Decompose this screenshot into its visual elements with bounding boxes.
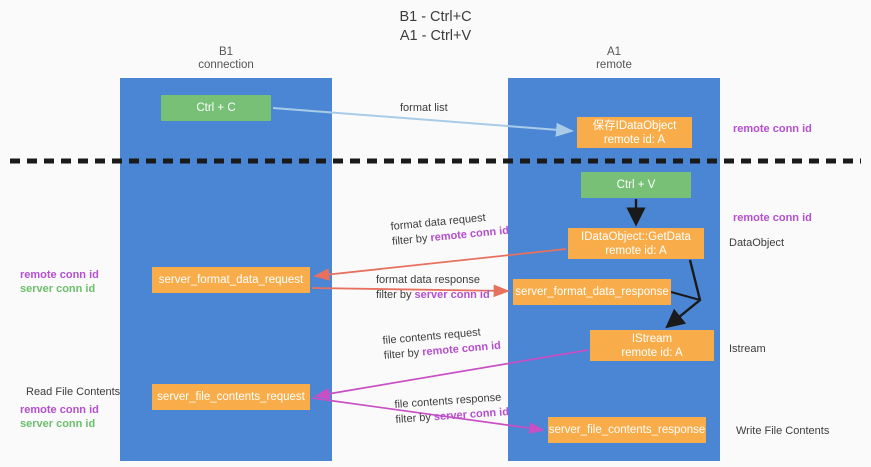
side-label-write-file-contents-text: Write File Contents [736, 425, 830, 437]
annotation-file-contents-request: file contents request filter by remote c… [382, 324, 502, 364]
annotation-format-data-request: format data request filter by remote con… [390, 209, 510, 250]
box-istream-line-2: remote id: A [621, 346, 683, 359]
side-label-remote-conn-id-left-2: remote conn id [20, 404, 99, 416]
box-server-file-contents-request-label: server_file_contents_request [157, 391, 305, 403]
side-label-conn-ids-lower: remote conn id server conn id [20, 403, 99, 431]
side-label-remote-conn-id-top-text: remote conn id [733, 123, 812, 135]
side-label-remote-conn-id-top: remote conn id [733, 122, 812, 136]
annotation-format-data-response-text: format data response [376, 274, 480, 286]
box-idataobject[interactable]: 保存IDataObject remote id: A [577, 117, 692, 148]
annotation-format-data-response-filter-id: server conn id [414, 289, 490, 301]
diagram-title-line-1: B1 - Ctrl+C [399, 9, 472, 25]
side-label-write-file-contents: Write File Contents [736, 424, 829, 438]
annotation-format-list-text: format list [400, 102, 448, 114]
lane-header-a1: A1 remote [508, 46, 720, 72]
box-idataobject-line-1: 保存IDataObject [592, 119, 677, 132]
annotation-format-data-response-filter-prefix: filter by [376, 289, 415, 301]
box-server-format-data-response-label: server_format_data_response [515, 286, 669, 298]
box-server-file-contents-response[interactable]: server_file_contents_response [548, 417, 706, 443]
box-server-file-contents-response-label: server_file_contents_response [548, 424, 706, 436]
diagram-title: B1 - Ctrl+C A1 - Ctrl+V [0, 8, 871, 46]
lane-header-b1-role: connection [198, 59, 254, 71]
side-label-dataobject-text: DataObject [729, 237, 785, 249]
side-label-remote-conn-id-left-1: remote conn id [20, 269, 99, 281]
annotation-file-contents-response: file contents response filter by server … [394, 390, 510, 428]
side-label-read-file-contents: Read File Contents [26, 385, 120, 399]
side-label-server-conn-id-left-1: server conn id [20, 283, 96, 295]
annotation-format-data-request-filter-prefix: filter by [391, 232, 432, 248]
diagram-title-line-2: A1 - Ctrl+V [399, 28, 472, 44]
box-getdata-line-2: remote id: A [605, 244, 667, 257]
annotation-file-contents-request-filter-prefix: filter by [383, 346, 423, 362]
box-server-format-data-response[interactable]: server_format_data_response [513, 279, 671, 305]
box-server-format-data-request-label: server_format_data_request [158, 274, 304, 286]
side-label-remote-conn-id-mid: remote conn id [733, 211, 812, 225]
box-idataobject-getdata[interactable]: IDataObject::GetData remote id: A [568, 228, 704, 259]
box-istream-line-1: IStream [631, 332, 673, 345]
lane-header-b1: B1 connection [120, 46, 332, 72]
side-label-istream-text: Istream [729, 343, 766, 355]
side-label-istream: Istream [729, 342, 766, 356]
box-ctrl-c[interactable]: Ctrl + C [161, 95, 271, 121]
box-idataobject-line-2: remote id: A [603, 133, 666, 146]
side-label-read-file-contents-text: Read File Contents [26, 386, 121, 398]
side-label-dataobject: DataObject [729, 236, 784, 250]
box-ctrl-v[interactable]: Ctrl + V [581, 172, 691, 198]
side-label-remote-conn-id-mid-text: remote conn id [733, 212, 812, 224]
lane-header-b1-name: B1 [218, 46, 234, 58]
annotation-format-data-response: format data response filter by server co… [376, 273, 490, 303]
side-label-server-conn-id-left-2: server conn id [20, 418, 96, 430]
lane-header-a1-name: A1 [606, 46, 622, 58]
box-ctrl-c-label: Ctrl + C [196, 102, 236, 114]
box-istream[interactable]: IStream remote id: A [590, 330, 714, 361]
annotation-file-contents-response-filter-id: server conn id [433, 406, 510, 424]
side-label-conn-ids-upper: remote conn id server conn id [20, 268, 99, 296]
box-server-file-contents-request[interactable]: server_file_contents_request [152, 384, 310, 410]
box-ctrl-v-label: Ctrl + V [616, 179, 656, 191]
box-server-format-data-request[interactable]: server_format_data_request [152, 267, 310, 293]
annotation-file-contents-response-filter-prefix: filter by [395, 411, 435, 426]
annotation-format-list: format list [400, 101, 448, 116]
lane-header-a1-role: remote [596, 59, 632, 71]
box-getdata-line-1: IDataObject::GetData [581, 230, 691, 243]
